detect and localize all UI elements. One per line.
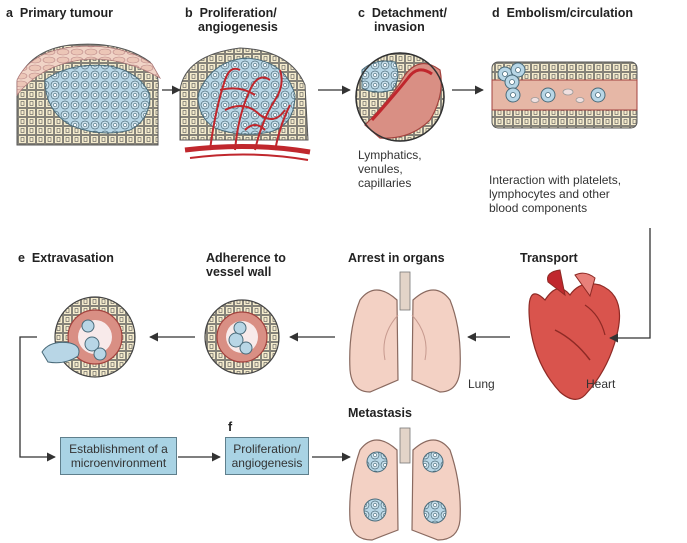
stage-letter: a [6, 6, 13, 20]
arrow-extravasation-to-establishment [19, 336, 56, 462]
adherence-title-line2: vessel wall [206, 265, 272, 279]
stage-c-title-line2: invasion [374, 20, 425, 34]
extravasation-illustration [41, 296, 136, 378]
box-line: Proliferation/ [233, 442, 301, 456]
stage-e-title: Extravasation [31, 251, 114, 265]
box-line: Establishment of a [69, 442, 168, 456]
stage-d-title: Embolism/circulation [506, 6, 634, 20]
adherence-title-line1: Adherence to [206, 251, 286, 265]
proliferation-angiogenesis-box: Proliferation/ angiogenesis [225, 437, 309, 475]
metastasis-lungs-illustration [349, 427, 461, 541]
stage-letter: e [18, 251, 25, 265]
transport-label: Transport [520, 251, 578, 265]
invasion-illustration [355, 52, 445, 142]
primary-tumour-illustration [16, 43, 162, 146]
box-line: angiogenesis [231, 456, 303, 470]
stage-a-title: Primary tumour [19, 6, 113, 20]
box-line: microenvironment [70, 456, 167, 470]
flow-arrows [19, 85, 651, 462]
caption-line: capillaries [358, 176, 412, 190]
lung-label: Lung [468, 377, 495, 391]
arrow-d-to-transport [609, 228, 651, 343]
heart-illustration [528, 269, 621, 400]
angiogenesis-illustration [179, 47, 311, 161]
establishment-microenvironment-box: Establishment of a microenvironment [60, 437, 177, 475]
heart-label: Heart [586, 377, 616, 391]
adherence-label: Adherence to vessel wall [206, 251, 286, 279]
stage-e-label: e Extravasation [18, 251, 114, 265]
adherence-illustration [204, 299, 280, 375]
stage-b-label: b Proliferation/ angiogenesis [185, 6, 278, 34]
caption-line: venules, [358, 162, 403, 176]
stage-a-label: a Primary tumour [6, 6, 113, 20]
lungs-illustration [349, 271, 461, 393]
caption-line: Lymphatics, [358, 148, 422, 162]
stage-c-title-line1: Detachment/ [371, 6, 447, 20]
caption-line: Interaction with platelets, [489, 173, 622, 187]
arrest-label: Arrest in organs [348, 251, 445, 265]
metastasis-label: Metastasis [348, 406, 412, 420]
stage-letter: d [492, 6, 500, 20]
stage-b-title-line2: angiogenesis [198, 20, 278, 34]
stage-b-title-line1: Proliferation/ [199, 6, 277, 20]
stage-c-caption: Lymphatics, venules, capillaries [358, 148, 422, 190]
caption-line: blood components [489, 201, 588, 215]
stage-letter: c [358, 6, 365, 20]
stage-letter: b [185, 6, 193, 20]
stage-c-label: c Detachment/ invasion [358, 6, 447, 34]
caption-line: lymphocytes and other [489, 187, 610, 201]
stage-d-caption: Interaction with platelets, lymphocytes … [489, 173, 621, 215]
stage-f-letter: f [228, 420, 233, 434]
embolism-illustration [491, 61, 638, 129]
stage-d-label: d Embolism/circulation [492, 6, 633, 20]
